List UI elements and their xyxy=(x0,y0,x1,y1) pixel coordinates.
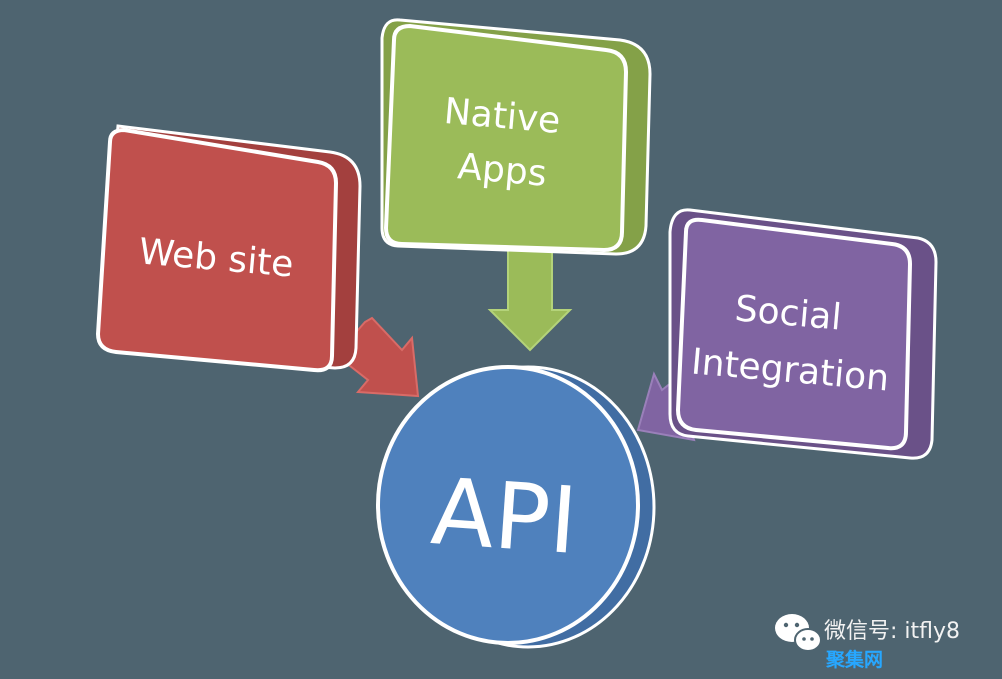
watermark-account: 微信号: itfly8 xyxy=(824,619,960,644)
native-apps-label-line1: Native xyxy=(442,91,562,142)
social-integration-label-line1: Social xyxy=(733,288,843,338)
watermark: 微信号: itfly8 聚集网 xyxy=(775,614,960,671)
native-apps-node: Native Apps xyxy=(380,18,652,256)
wechat-icon xyxy=(775,614,822,652)
arrow-native-to-api xyxy=(487,245,573,352)
website-node: Web site xyxy=(95,124,362,373)
native-apps-label-line2: Apps xyxy=(456,146,548,195)
api-node: API xyxy=(376,365,656,649)
watermark-brand: 聚集网 xyxy=(825,648,883,671)
api-label: API xyxy=(428,458,581,575)
social-integration-node: Social Integration xyxy=(668,208,938,460)
